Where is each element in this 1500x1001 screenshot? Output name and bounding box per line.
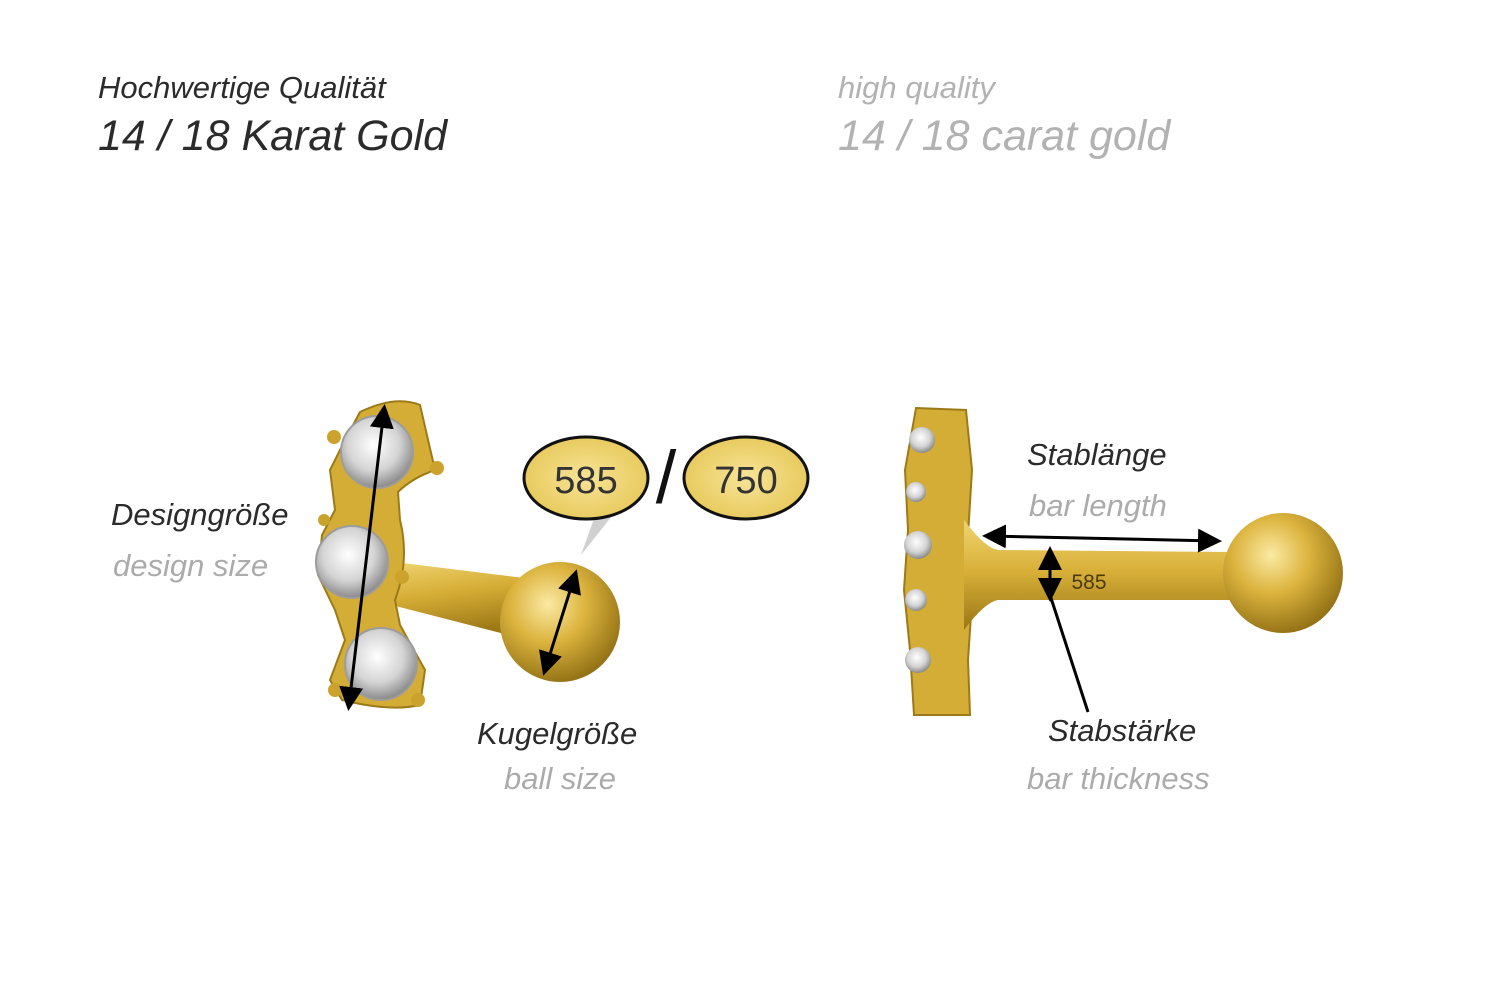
header-de-line1: Hochwertige Qualität: [98, 70, 386, 105]
header-de-line2: 14 / 18 Karat Gold: [98, 112, 447, 160]
hallmark-585-text: 585: [554, 460, 617, 502]
bar-length-arrow: [982, 524, 1222, 553]
hallmark-badge-585: 585: [522, 435, 650, 521]
bar-thickness-leader: [1049, 597, 1090, 713]
label-design-size-de: Designgröße: [111, 497, 289, 532]
callout-pointer: [581, 513, 612, 555]
label-design-size-en: design size: [113, 548, 269, 583]
label-ball-size-de: Kugelgröße: [477, 716, 638, 751]
hallmark-badge-750: 750: [682, 435, 810, 521]
label-bar-thickness-de: Stabstärke: [1048, 713, 1197, 748]
bar-engraving: 585: [1071, 571, 1106, 594]
gem-middle: [315, 525, 389, 599]
ball-size-arrow: [538, 569, 582, 676]
design-size-arrow: [339, 404, 394, 711]
label-ball-size-en: ball size: [504, 761, 616, 796]
label-bar-length-en: bar length: [1029, 488, 1167, 523]
hallmark-separator: /: [656, 436, 677, 519]
side-view-piercing: 585: [902, 406, 1343, 716]
label-bar-thickness-en: bar thickness: [1027, 761, 1210, 796]
header-en-line1: high quality: [838, 70, 995, 105]
side-ball: [1223, 513, 1343, 633]
label-bar-length-de: Stablänge: [1027, 437, 1167, 472]
header-en-line2: 14 / 18 carat gold: [838, 112, 1171, 160]
hallmark-750-text: 750: [714, 460, 777, 502]
